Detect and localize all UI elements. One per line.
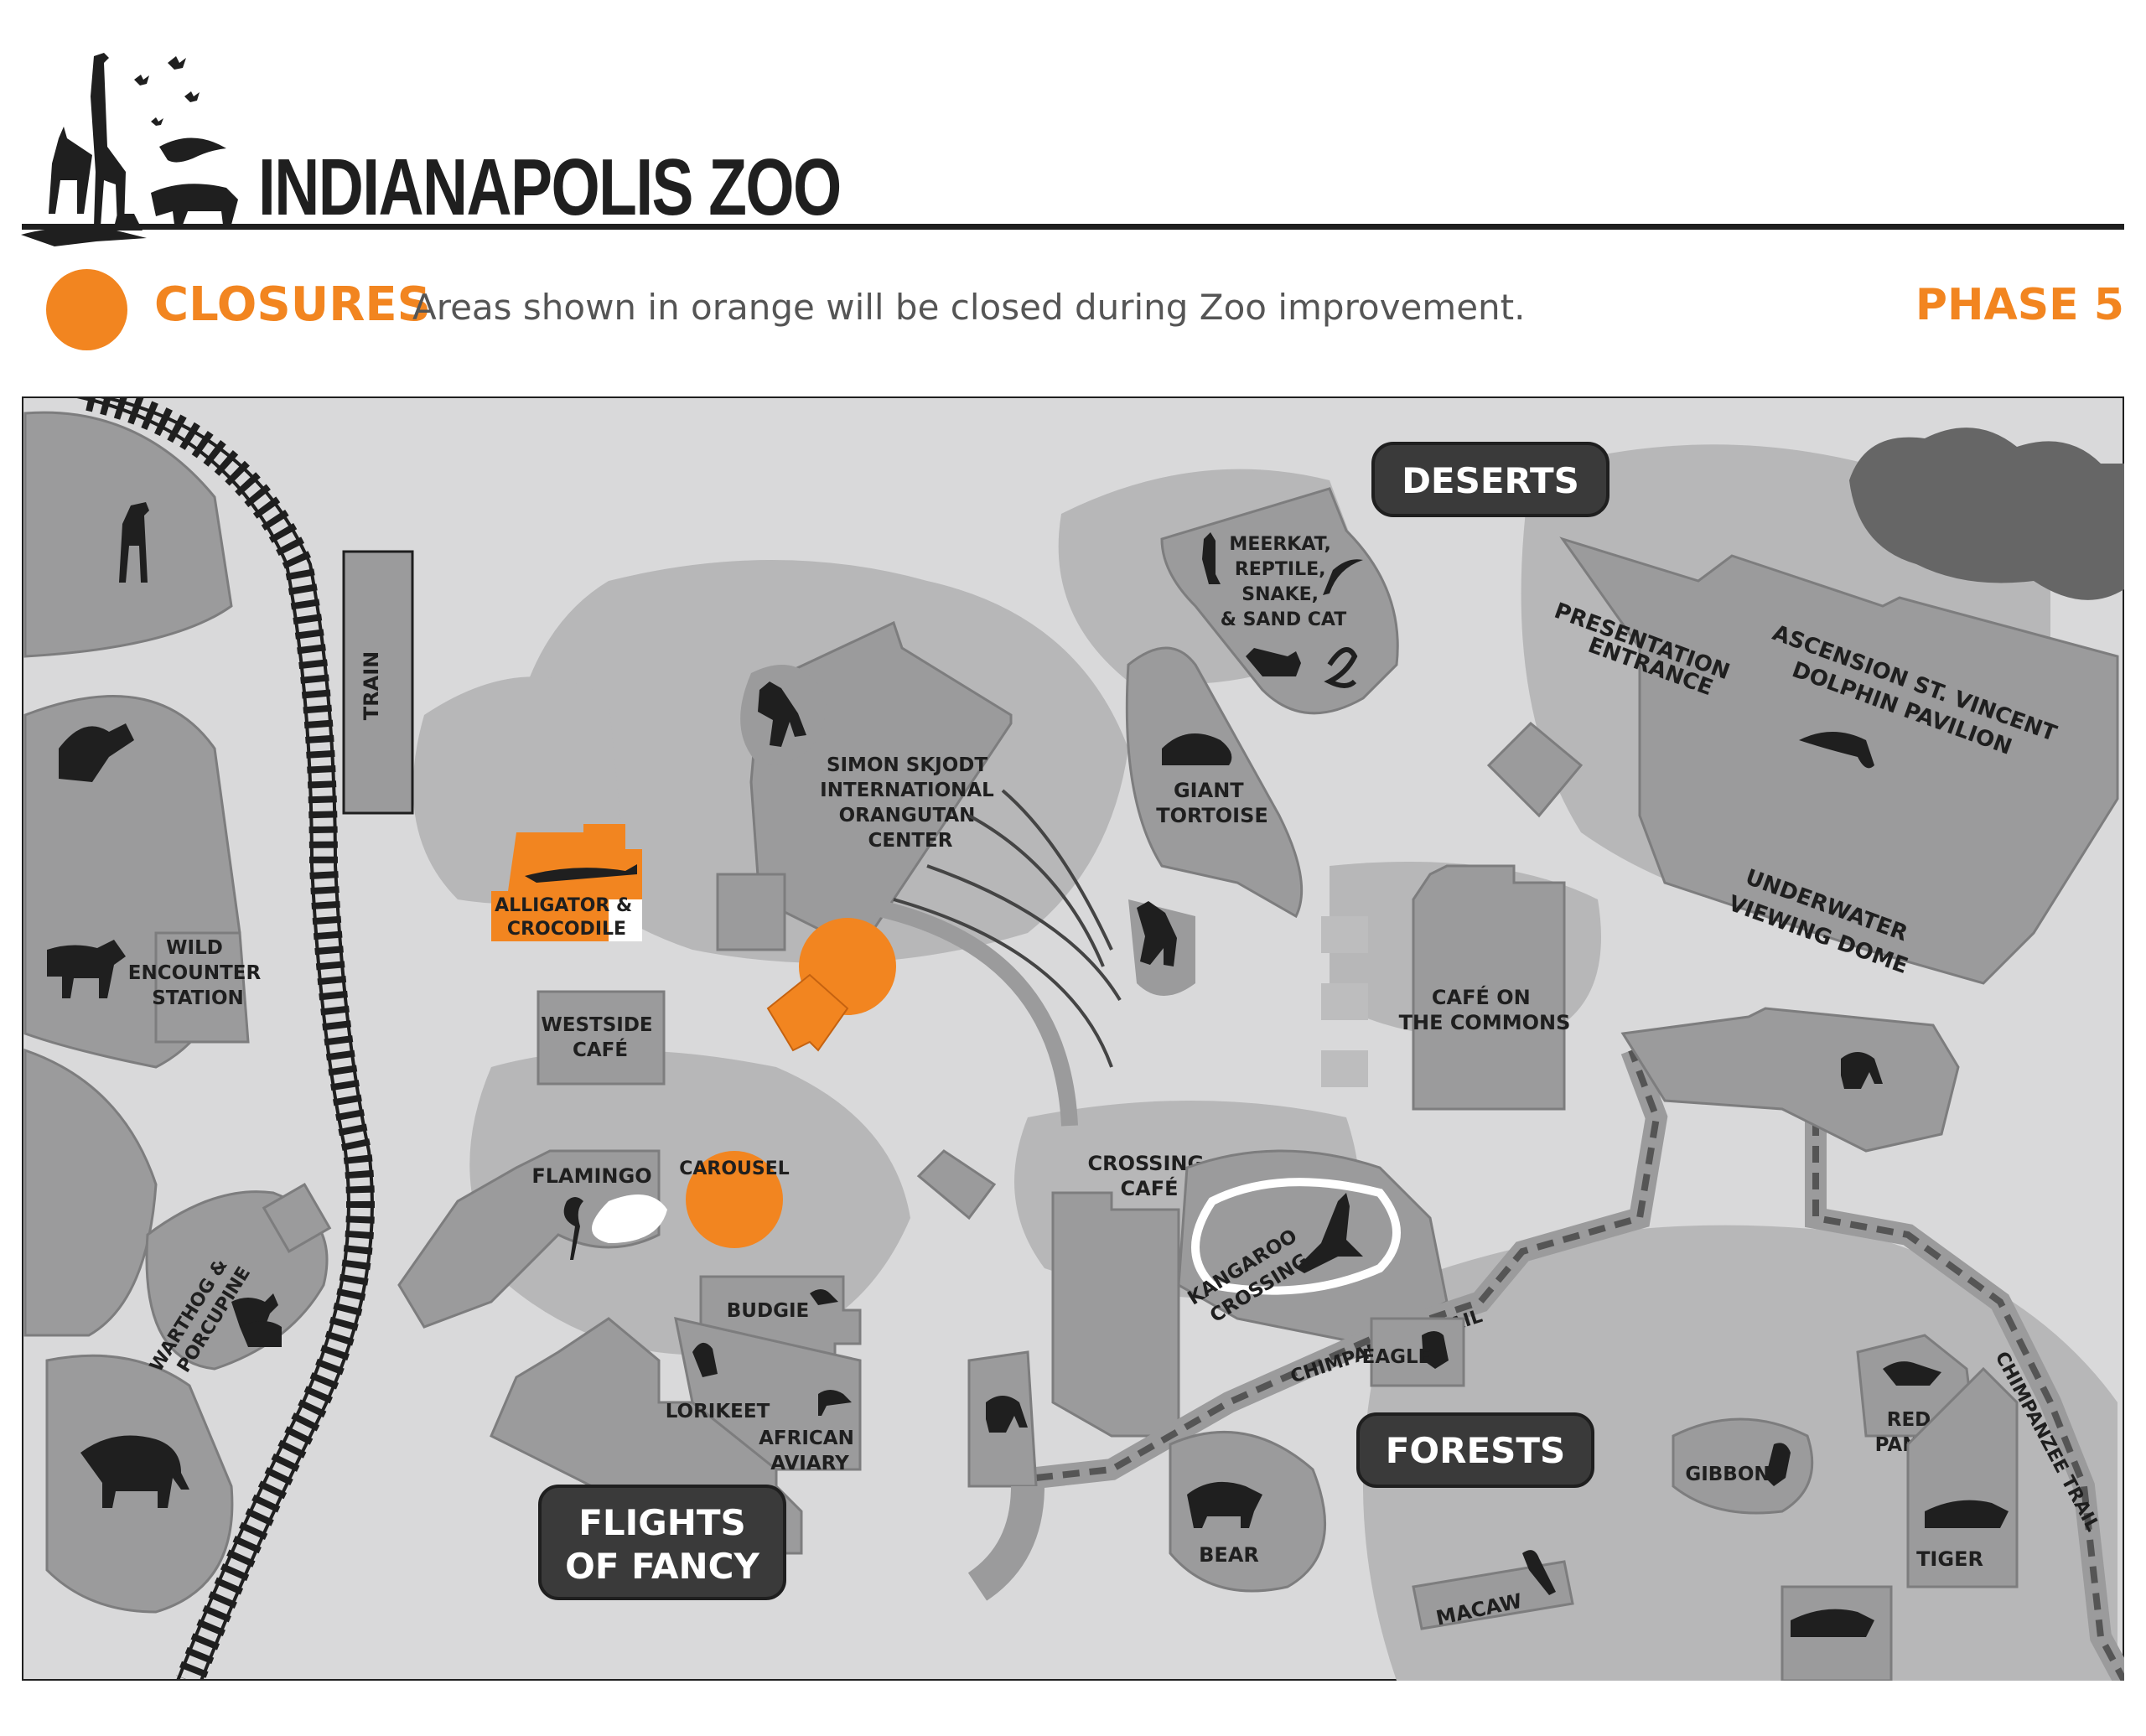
aviary-label: AFRICAN AVIARY: [759, 1428, 861, 1474]
red-panda-icon: [1883, 1361, 1941, 1386]
commons-kiosk-1: [1321, 916, 1368, 953]
cat-icon: [1246, 648, 1301, 676]
snake-icon: [1324, 647, 1358, 688]
flights-label-2: OF FANCY: [565, 1546, 759, 1587]
chimpanzee-icon: [1841, 1052, 1883, 1089]
bear-icon: [1187, 1481, 1262, 1528]
deserts-label: DESERTS: [1402, 460, 1579, 501]
wild-encounter-label: WILD ENCOUNTER STATION: [128, 937, 267, 1009]
flamingo-label: FLAMINGO: [531, 1164, 651, 1188]
kangaroo-icon: [1296, 1193, 1363, 1273]
macaw-icon: [1522, 1550, 1556, 1595]
commons-kiosk-3: [1321, 1050, 1368, 1087]
dolphin-icon: [1799, 732, 1874, 769]
eagle-lorikeet-icon: [692, 1342, 718, 1377]
flights-of-fancy-badge: [538, 1485, 786, 1600]
tiger-label: TIGER: [1916, 1547, 1983, 1571]
wildebeest-icon: [47, 940, 126, 998]
chimpanzee-icon-2: [986, 1396, 1028, 1433]
closure-legend-icon: [46, 269, 127, 350]
eagle-label: EAGLE: [1362, 1346, 1432, 1368]
commons-kiosk-2: [1321, 983, 1368, 1020]
presentation-kiosk: [1486, 721, 1584, 818]
tortoise-label: GIANT TORTOISE: [1156, 779, 1268, 827]
chimp-walkway: [967, 1485, 1044, 1601]
forests-region-badge: [1356, 1412, 1594, 1488]
alligator-icon: [525, 864, 637, 883]
flamingo-icon: [563, 1197, 583, 1260]
alligator-closure-white: [609, 899, 642, 941]
forests-label: FORESTS: [1386, 1430, 1566, 1471]
orangutan-icon: [758, 681, 806, 747]
train-label: TRAIN: [360, 651, 383, 720]
small-building-2: [262, 1182, 332, 1254]
crossing-cafe: [1051, 1191, 1180, 1438]
lizard-icon: [1323, 559, 1363, 595]
flamingo-habitat: [397, 1149, 661, 1329]
meerkat-icon: [1202, 532, 1221, 584]
westside-cafe: [536, 990, 666, 1086]
header: INDIANAPOLIS ZOO CLOSURES Areas shown in…: [0, 0, 2146, 350]
african-aviary: [674, 1317, 862, 1471]
gibbon-icon: [1765, 1443, 1791, 1486]
macaw-habitat: [1412, 1560, 1574, 1630]
tiger-icon: [1925, 1500, 2009, 1528]
flamingo-pond: [592, 1194, 667, 1243]
legend-description: Areas shown in orange will be closed dur…: [412, 287, 1526, 328]
commons-label: CAFÉ ON THE COMMONS: [1399, 985, 1571, 1034]
center-building: [716, 873, 786, 951]
tortoise-icon: [1162, 733, 1232, 765]
crossing-cafe-label: CROSSING CAFÉ: [1087, 1152, 1210, 1200]
carousel-label: CAROUSEL: [679, 1158, 790, 1179]
tortoise-habitat: [1125, 646, 1304, 919]
flights-label-1: FLIGHTS: [578, 1502, 746, 1543]
small-building-1: [916, 1149, 997, 1220]
warthog-icon: [231, 1293, 278, 1327]
deserts-region-badge: [1371, 442, 1610, 517]
giraffe-icon: [119, 502, 149, 583]
zoo-logo-icon: [21, 53, 238, 246]
alligator-crocodile-closure: [491, 824, 642, 941]
westside-label: WESTSIDE CAFÉ: [541, 1014, 659, 1061]
elephant-icon: [80, 1435, 189, 1508]
left-lower-area: [23, 1048, 158, 1337]
dolphin-pavilion: [1559, 536, 2119, 985]
header-divider: [22, 224, 2124, 230]
budgie-icon: [810, 1289, 838, 1305]
bear-label: BEAR: [1199, 1543, 1259, 1567]
porcupine-icon: [240, 1321, 282, 1347]
tree-cluster: [1849, 428, 2124, 600]
tiger-icon-2: [1791, 1609, 1874, 1637]
eagle-icon: [1422, 1331, 1449, 1369]
chimpanzee-building: [1620, 1007, 1960, 1153]
train-station: [342, 550, 414, 815]
train-track: [86, 396, 375, 1681]
orangutan-icon-2: [1137, 901, 1177, 966]
vulture-icon: [59, 723, 134, 782]
gibbon-habitat: [1672, 1417, 1814, 1515]
phase-label: PHASE 5: [1915, 280, 2124, 330]
lorikeet-label: LORIKEET: [666, 1401, 770, 1422]
budgie-label: BUDGIE: [727, 1300, 809, 1322]
aviary-bird-icon: [818, 1390, 852, 1416]
meerkat-label: MEERKAT, REPTILE, SNAKE, & SAND CAT: [1221, 534, 1347, 630]
kangaroo-track: [1191, 1178, 1401, 1295]
gibbon-label: GIBBON: [1685, 1464, 1770, 1485]
logo-title: INDIANAPOLIS ZOO: [258, 143, 842, 232]
orangutan-closure-wing: [766, 973, 849, 1052]
cafe-on-commons: [1412, 864, 1566, 1111]
tiger-habitat: [1906, 1366, 2019, 1588]
carousel-closure: [686, 1151, 783, 1248]
zoo-map: TRAIN SIMON SKJODT INTERNATIONAL ORANGUT…: [22, 396, 2124, 1681]
legend-title: CLOSURES: [154, 277, 431, 332]
orangutan-label: SIMON SKJODT INTERNATIONAL ORANGUTAN CEN…: [820, 754, 1001, 852]
wild-encounter-station: [154, 931, 250, 1044]
alligator-label: ALLIGATOR & CROCODILE: [495, 895, 639, 940]
